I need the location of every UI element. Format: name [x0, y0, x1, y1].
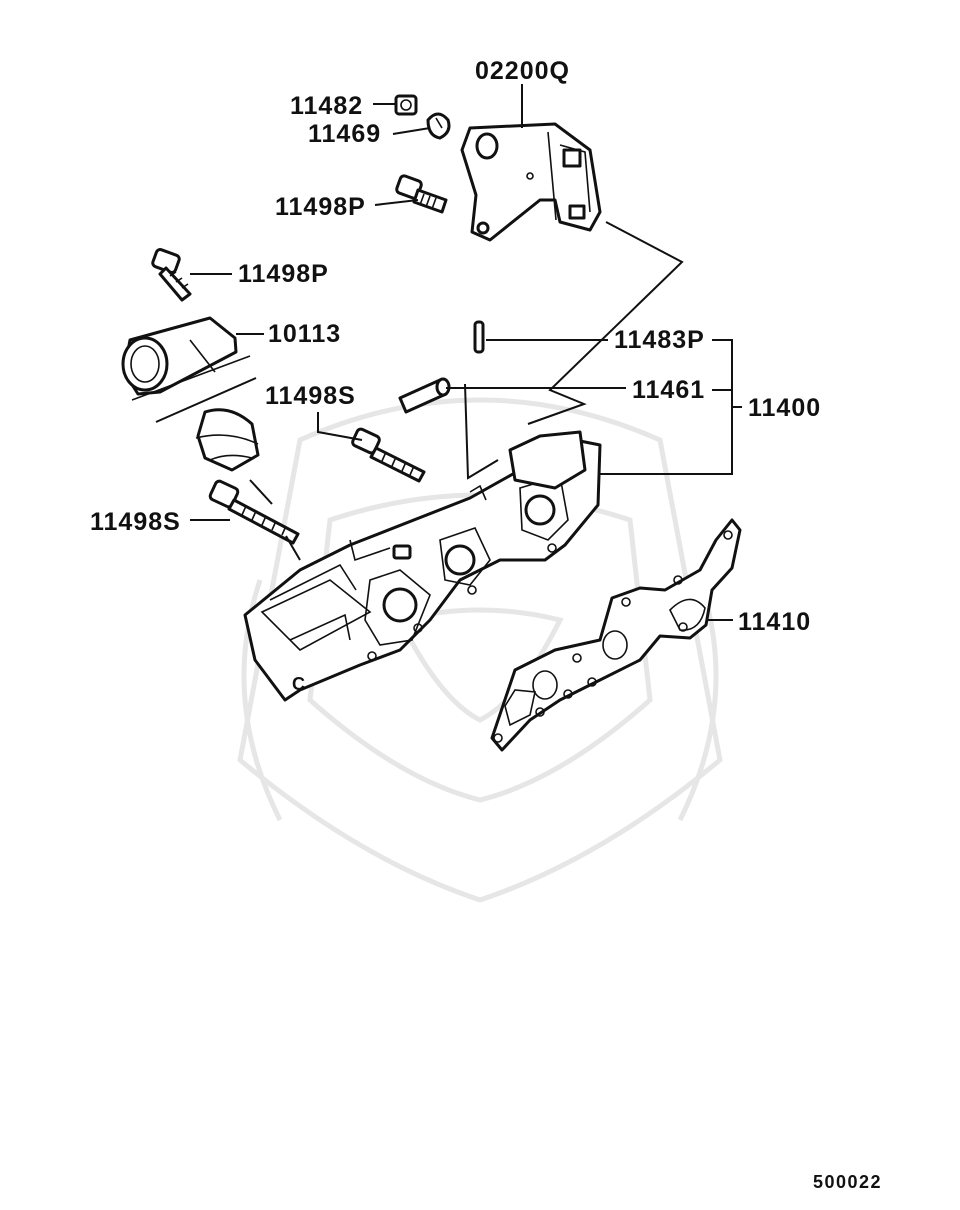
bolt-11498S-lower: [208, 479, 300, 545]
label-11461: 11461: [632, 376, 705, 404]
diagram-code: 500022: [813, 1172, 882, 1192]
intake-manifold-11400: C: [243, 430, 602, 702]
bolt-11498S-upper: [351, 427, 426, 483]
label-11469: 11469: [308, 120, 381, 148]
svg-text:C: C: [292, 674, 307, 694]
bracket-02200Q: [460, 122, 602, 242]
label-11498P-lower: 11498P: [238, 260, 329, 288]
leader-lines: [190, 84, 742, 621]
dowel-11461: [398, 377, 451, 414]
bolt-11498P-upper: [395, 174, 448, 214]
thermostat: [195, 408, 260, 472]
label-11498S-lower: 11498S: [90, 508, 181, 536]
label-02200Q: 02200Q: [475, 57, 570, 85]
bolt-11498P-lower: [151, 248, 192, 302]
water-outlet-10113: [121, 316, 257, 423]
label-11400: 11400: [748, 394, 821, 422]
nut-11482: [394, 94, 418, 116]
manifold-gasket-11410: [490, 518, 742, 752]
label-11410: 11410: [738, 608, 811, 636]
label-11483P: 11483P: [614, 326, 705, 354]
label-11482: 11482: [290, 92, 363, 120]
label-11498P-upper: 11498P: [275, 193, 366, 221]
washer-11469: [426, 112, 451, 140]
label-10113: 10113: [268, 320, 341, 348]
label-11498S-upper: 11498S: [265, 382, 356, 410]
pin-11483P: [473, 320, 485, 354]
